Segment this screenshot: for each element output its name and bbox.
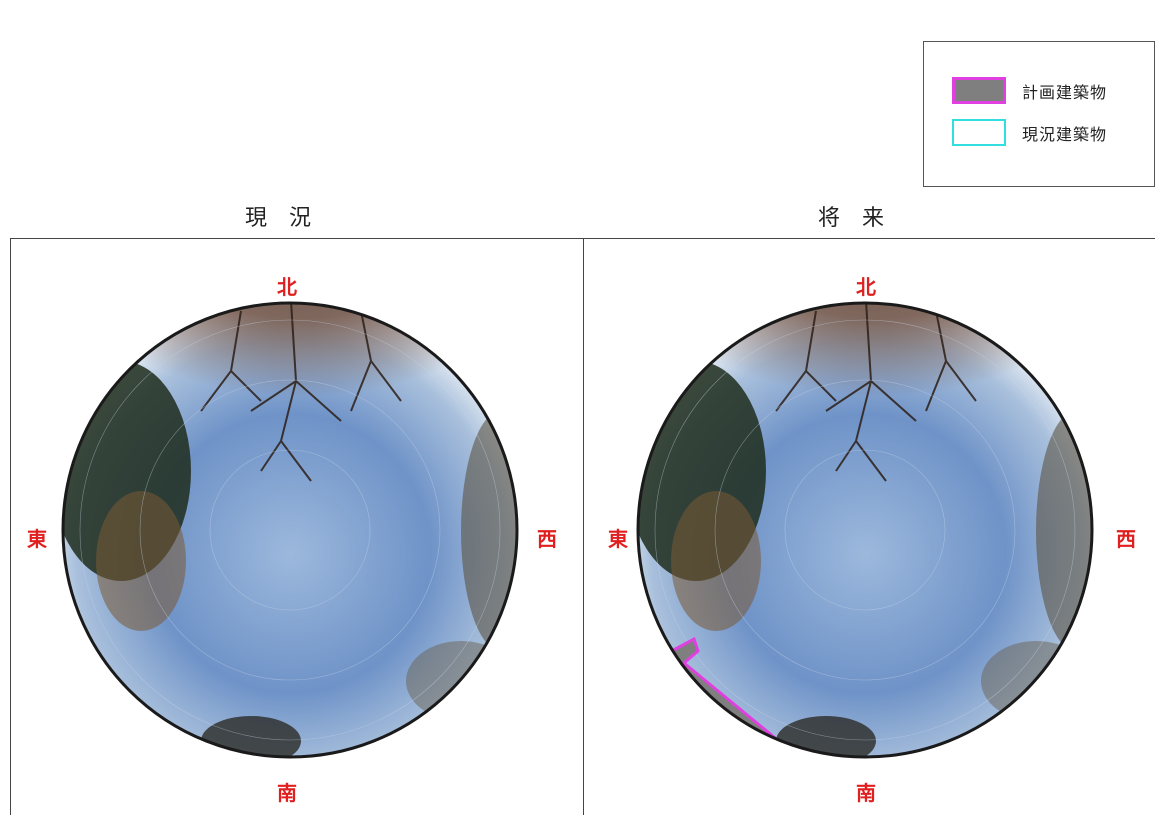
current-fisheye-photo: [61, 301, 519, 759]
planned-building-label: 計画建築物: [1022, 82, 1108, 102]
legend-box: 計画建築物 現況建築物: [923, 41, 1155, 187]
legend-row-planned: 計画建築物: [952, 77, 1107, 104]
east-label-current: 東: [27, 527, 47, 551]
south-label-future: 南: [856, 781, 876, 805]
west-label-future: 西: [1116, 527, 1136, 551]
future-fisheye-photo: [636, 301, 1094, 759]
north-label-future: 北: [856, 275, 876, 299]
south-label-current: 南: [277, 781, 297, 805]
east-label-future: 東: [608, 527, 628, 551]
current-title: 現況: [245, 206, 334, 231]
west-label-current: 西: [537, 527, 557, 551]
current-panel: 北 南 東 西: [10, 239, 584, 815]
existing-building-swatch: [952, 119, 1006, 146]
legend-row-existing: 現況建築物: [952, 119, 1107, 146]
north-label-current: 北: [277, 275, 297, 299]
fisheye-panels: 北 南 東 西: [10, 238, 1155, 815]
planned-building-swatch: [952, 77, 1006, 104]
future-title: 将来: [818, 206, 907, 231]
existing-building-label: 現況建築物: [1022, 124, 1108, 144]
future-panel: 北 南 東 西: [584, 239, 1155, 815]
